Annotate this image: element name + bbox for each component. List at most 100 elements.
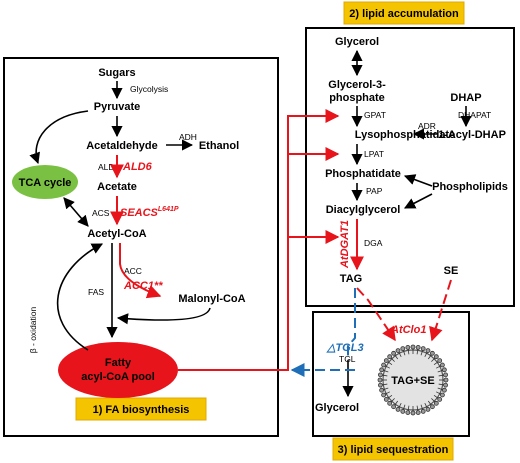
phospholipid-tail xyxy=(435,391,441,395)
phospholipid-head xyxy=(400,346,406,352)
phospholipid-tail xyxy=(424,352,428,358)
phospholipid-tail xyxy=(398,402,402,408)
arrow-tca-acetylcoa xyxy=(63,197,89,227)
sugars-node: Sugars xyxy=(98,67,135,79)
phospholipid-tail xyxy=(394,400,399,406)
phospholipid-head xyxy=(420,408,426,414)
beta-oxidation-label: β - oxidation xyxy=(28,306,38,353)
arrow-phospholipids-dag xyxy=(404,193,433,209)
phospholipid-head xyxy=(379,367,385,373)
glycolysis-label: Glycolysis xyxy=(130,84,168,94)
tgl3-deletion-label: △TGL3 xyxy=(326,342,364,354)
phospholipid-head xyxy=(381,392,387,398)
phospholipid-tail xyxy=(416,349,419,355)
atdgat1-gene-label: AtDGAT1 xyxy=(339,220,351,269)
dhapat-label: DHAPAT xyxy=(458,110,491,120)
phospholipid-tail xyxy=(435,365,441,369)
arrow-acetylcoa-malonylcoa xyxy=(119,243,162,299)
phospholipid-head xyxy=(410,410,416,416)
se-node: SE xyxy=(444,265,459,277)
tca-cycle-ellipse xyxy=(12,165,78,199)
g3p-node-line1: Glycerol-3- xyxy=(328,79,386,91)
phospholipid-head xyxy=(437,396,443,402)
phospholipid-head xyxy=(439,362,445,368)
tgl-label: TGL xyxy=(339,354,356,364)
phospholipid-head xyxy=(441,387,447,393)
supply-line-gpat xyxy=(178,109,340,371)
phospholipid-tail xyxy=(390,398,395,403)
phospholipid-tail xyxy=(383,387,389,390)
phosphatidate-node: Phosphatidate xyxy=(325,168,401,180)
phospholipid-head xyxy=(443,377,449,383)
phospholipid-tail xyxy=(438,383,444,386)
acetaldehyde-node: Acetaldehyde xyxy=(86,140,158,152)
seq-panel-label: 3) lipid sequestration xyxy=(338,444,449,456)
phospholipid-tail xyxy=(433,361,439,366)
phospholipid-tail xyxy=(407,405,410,411)
glycerol-top-node: Glycerol xyxy=(335,36,379,48)
acyl-dhap-node: 1-Acyl-DHAP xyxy=(438,129,506,141)
glycerol-bottom-node: Glycerol xyxy=(315,402,359,414)
phospholipid-tail xyxy=(416,405,419,411)
tgl3-dashed-path xyxy=(347,288,356,360)
seacs-gene-label: SEACSL641P xyxy=(120,206,179,219)
phospholipid-head xyxy=(387,400,393,406)
phospholipid-head xyxy=(415,410,421,415)
acetyl-coa-node: Acetyl-CoA xyxy=(87,228,146,240)
lipid-accumulation-panel xyxy=(305,27,515,307)
ethanol-node: Ethanol xyxy=(199,140,239,152)
phospholipid-tail xyxy=(437,370,443,373)
phospholipid-head xyxy=(400,408,406,414)
phospholipid-head xyxy=(439,392,445,398)
phospholipid-head xyxy=(378,372,383,378)
phospholipid-tail xyxy=(433,394,439,399)
acc1-gene-label: ACC1** xyxy=(123,280,163,292)
arrow-beta-oxidation xyxy=(56,243,103,351)
phospholipid-tail xyxy=(390,357,395,362)
phospholipid-head xyxy=(425,348,431,354)
phospholipid-tail xyxy=(403,404,406,410)
phospholipid-tail xyxy=(427,400,432,406)
gpat-label: GPAT xyxy=(364,110,386,120)
phospholipid-tail xyxy=(394,354,399,360)
malonyl-coa-node: Malonyl-CoA xyxy=(178,293,245,305)
lpat-label: LPAT xyxy=(364,149,384,159)
acc-label: ACC xyxy=(124,266,142,276)
phospholipid-tail xyxy=(420,404,423,410)
tca-cycle-label: TCA cycle xyxy=(19,177,72,189)
accum-panel-label-box xyxy=(343,1,465,25)
phospholipid-head xyxy=(443,372,448,378)
acetate-node: Acetate xyxy=(97,181,137,193)
fatty-pool-label-2: acyl-CoA pool xyxy=(81,371,155,383)
fas-label: FAS xyxy=(88,287,104,297)
ald6-gene-label: ALD6 xyxy=(122,161,153,173)
phospholipid-tail xyxy=(431,357,436,362)
phospholipid-tail xyxy=(385,365,391,369)
phospholipid-tail xyxy=(403,350,406,356)
phospholipid-tail xyxy=(387,361,393,366)
arrow-pyruvate-tca xyxy=(29,110,89,165)
phospholipid-tail xyxy=(424,402,428,408)
phospholipid-head xyxy=(391,404,397,410)
phospholipid-tail xyxy=(427,354,432,360)
phospholipid-tail xyxy=(437,387,443,390)
dhap-node: DHAP xyxy=(450,92,481,104)
phospholipid-head xyxy=(377,377,383,383)
phospholipid-head xyxy=(387,354,393,360)
phospholipid-tail xyxy=(407,349,410,355)
phospholipid-head xyxy=(425,406,431,412)
arrow-phospholipids-phosphatidate xyxy=(403,174,433,187)
phospholipid-tail xyxy=(431,398,436,403)
phospholipid-head xyxy=(405,410,411,415)
pyruvate-node: Pyruvate xyxy=(94,101,140,113)
phospholipids-node: Phospholipids xyxy=(432,181,508,193)
arrow-tag-droplet xyxy=(356,287,396,342)
accum-panel-label: 2) lipid accumulation xyxy=(349,8,459,20)
ald-label: ALD xyxy=(98,162,115,172)
phospholipid-head xyxy=(405,345,411,350)
phospholipid-head xyxy=(415,345,421,350)
phospholipid-head xyxy=(383,396,389,402)
phospholipid-head xyxy=(395,348,401,354)
phospholipid-head xyxy=(383,358,389,364)
adr-label: ADR xyxy=(418,121,436,131)
